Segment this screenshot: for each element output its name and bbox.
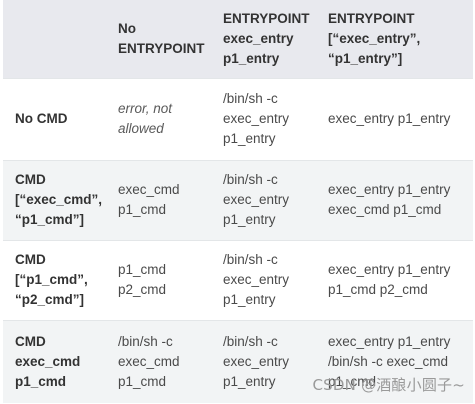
header-cell-entrypoint-shell: ENTRYPOINT exec_entry p1_entry <box>223 10 310 66</box>
header-cell-entrypoint-exec: ENTRYPOINT [“exec_entry”, “p1_entry”] <box>328 10 421 66</box>
table-cell: exec_entry p1_entry p1_cmd p2_cmd <box>328 262 451 297</box>
table-cell: exec_entry p1_entry <box>328 111 451 126</box>
table-container: No ENTRYPOINT ENTRYPOINT exec_entry p1_e… <box>3 0 473 403</box>
table-cell: /bin/sh -c exec_entry p1_entry <box>223 172 290 227</box>
row-label: No CMD <box>15 111 68 126</box>
header-row: No ENTRYPOINT ENTRYPOINT exec_entry p1_e… <box>3 0 473 78</box>
table-row: CMD [“exec_cmd”, “p1_cmd”] exec_cmd p1_c… <box>3 160 473 240</box>
table-cell: /bin/sh -c exec_entry p1_entry <box>223 252 290 307</box>
table-row: CMD exec_cmd p1_cmd /bin/sh -c exec_cmd … <box>3 320 473 403</box>
row-label: CMD [“exec_cmd”, “p1_cmd”] <box>15 172 103 227</box>
header-cell-empty <box>3 0 106 78</box>
table-cell: exec_entry p1_entry exec_cmd p1_cmd <box>328 182 451 217</box>
table-cell: exec_entry p1_entry /bin/sh -c exec_cmd … <box>328 333 451 389</box>
table-cell: error, not allowed <box>118 101 173 136</box>
table-cell: /bin/sh -c exec_cmd p1_cmd <box>118 333 180 389</box>
watermark-text: CSDN @酒酿小圆子~ <box>312 376 465 394</box>
table-cell: /bin/sh -c exec_entry p1_entry <box>223 333 290 389</box>
row-label: CMD [“p1_cmd”, “p2_cmd”] <box>15 252 88 307</box>
header-cell-no-entrypoint: No ENTRYPOINT <box>118 20 205 56</box>
table-cell: exec_cmd p1_cmd <box>118 182 180 217</box>
entrypoint-cmd-table: No ENTRYPOINT ENTRYPOINT exec_entry p1_e… <box>3 0 473 403</box>
table-row: CMD [“p1_cmd”, “p2_cmd”] p1_cmd p2_cmd /… <box>3 240 473 320</box>
table-cell: p1_cmd p2_cmd <box>118 262 167 297</box>
row-label: CMD exec_cmd p1_cmd <box>15 333 81 389</box>
table-cell: /bin/sh -c exec_entry p1_entry <box>223 91 290 146</box>
table-row: No CMD error, not allowed /bin/sh -c exe… <box>3 78 473 160</box>
